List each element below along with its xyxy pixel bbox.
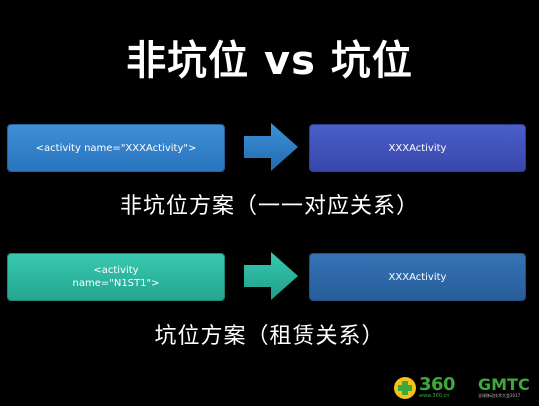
target-activity-box-2: XXXActivity: [310, 254, 525, 300]
right-arrow-icon: [244, 123, 298, 171]
activity-declaration-box-1: <activity name="XXXActivity">: [8, 125, 224, 171]
logo-gmtc-text: GMTC: [478, 375, 530, 394]
caption-slot-scheme: 坑位方案（租赁关系）: [154, 324, 385, 349]
logo-360-text: 360: [419, 374, 456, 395]
logo-gmtc-subtitle: 全球移动技术大会2017: [478, 393, 521, 398]
target-activity-box-1: XXXActivity: [310, 125, 525, 171]
slide-title: 非坑位 vs 坑位: [126, 38, 413, 84]
logo-360-url: www.360.cn: [419, 393, 450, 399]
logo-360: 360 www.360.cn: [394, 374, 456, 399]
right-arrow-icon: [244, 252, 298, 300]
logo-gmtc: GMTC 全球移动技术大会2017: [478, 376, 530, 399]
activity-declaration-box-2: <activity name="N1ST1">: [8, 254, 224, 300]
plus-logo-icon: [394, 376, 416, 399]
caption-non-slot-scheme: 非坑位方案（一一对应关系）: [119, 194, 419, 219]
